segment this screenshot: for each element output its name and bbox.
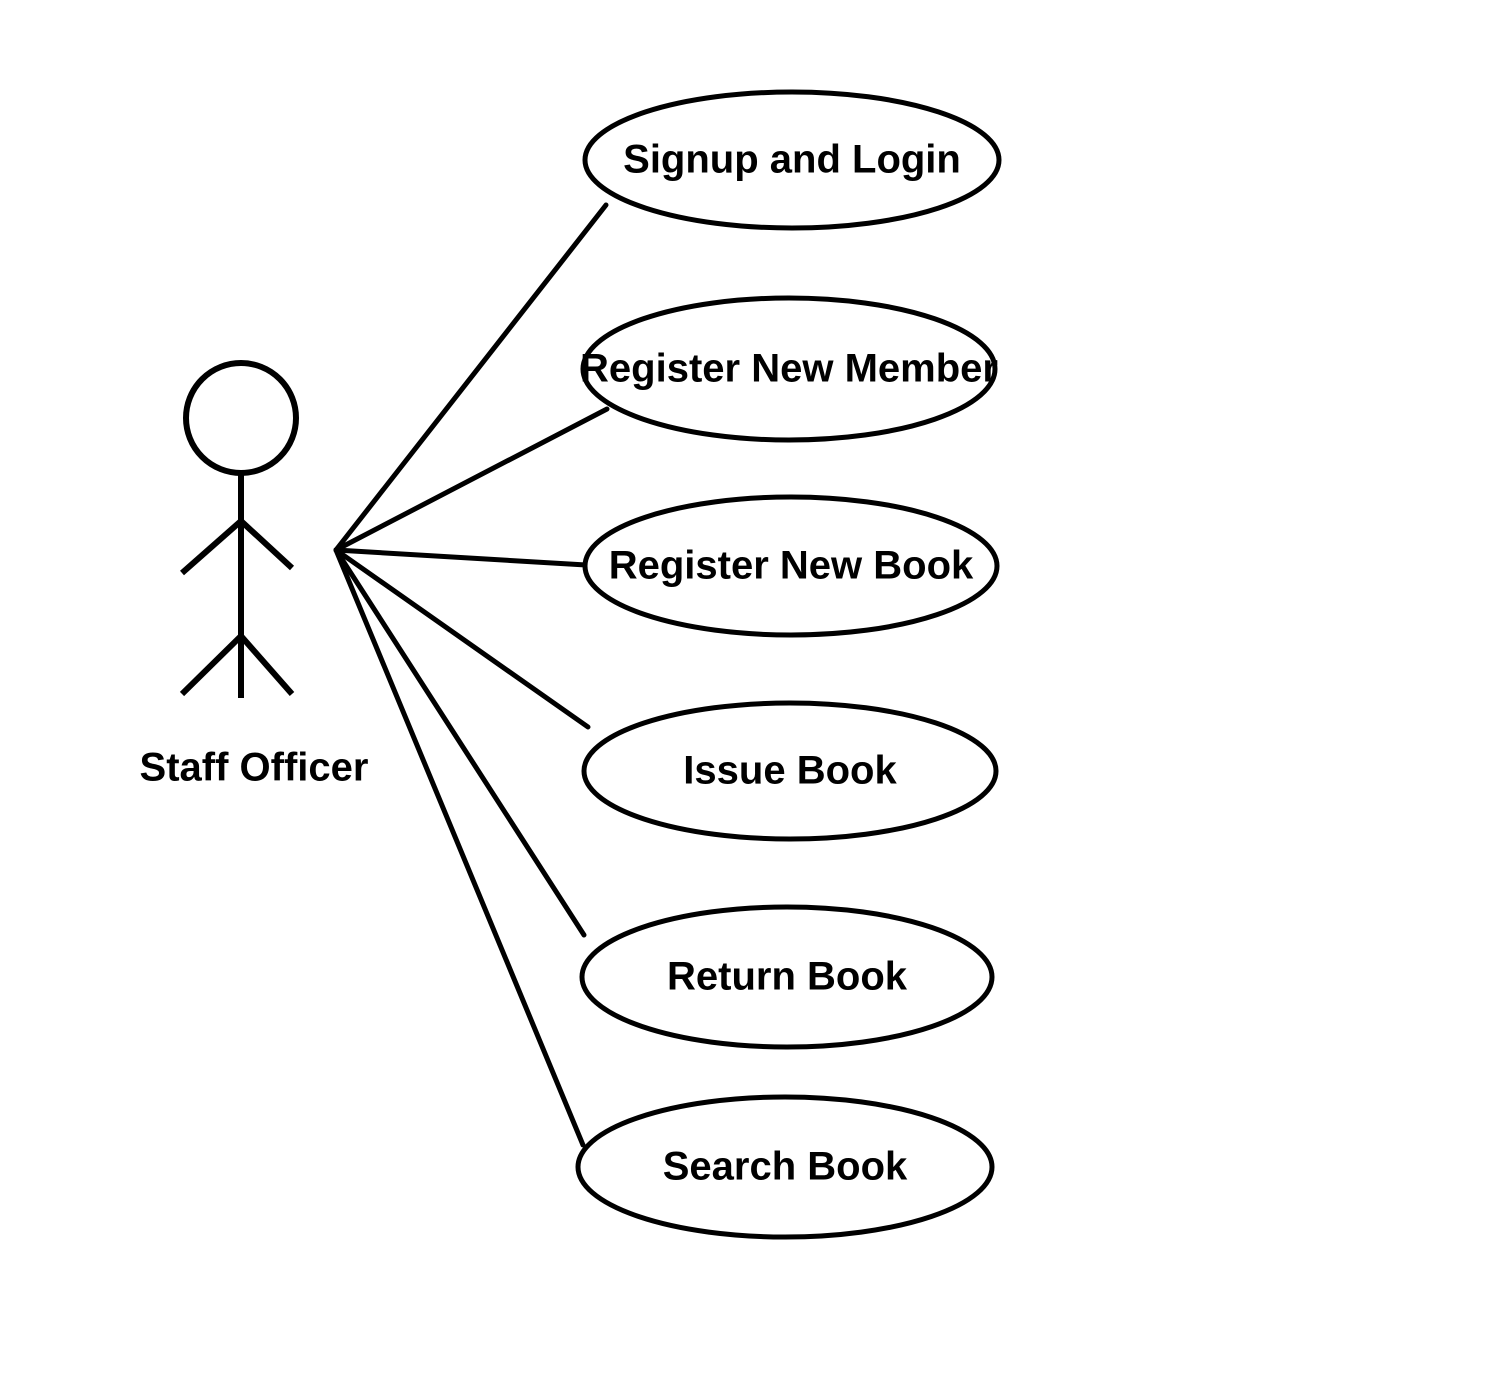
actor-right-arm-line — [238, 518, 295, 571]
use-case-label-signup-and-login: Signup and Login — [623, 138, 961, 182]
use-case-signup-and-login[interactable]: Signup and Login — [582, 89, 1002, 231]
use-case-ellipse-register-new-member[interactable] — [580, 295, 998, 443]
use-case-register-new-book[interactable]: Register New Book — [582, 494, 1000, 638]
actor-label: Staff Officer — [140, 746, 369, 790]
use-case-label-register-new-book: Register New Book — [609, 544, 974, 588]
actor-head-icon — [183, 360, 299, 476]
association-line-register-new-member[interactable] — [333, 406, 610, 553]
use-case-ellipse-signup-and-login[interactable] — [582, 89, 1002, 231]
actor-right-leg-line — [238, 634, 295, 696]
association-line-return-book[interactable] — [333, 547, 587, 938]
use-case-return-book[interactable]: Return Book — [579, 904, 995, 1050]
association-line-register-new-book[interactable] — [333, 547, 589, 568]
use-case-search-book[interactable]: Search Book — [575, 1094, 995, 1240]
association-line-search-book[interactable] — [333, 547, 586, 1148]
use-case-ellipse-issue-book[interactable] — [581, 700, 999, 842]
actor-staff-officer[interactable]: Staff Officer — [140, 360, 369, 790]
use-case-register-new-member[interactable]: Register New Member — [580, 295, 998, 443]
use-case-label-return-book: Return Book — [667, 955, 908, 999]
association-line-signup-and-login[interactable] — [333, 202, 609, 553]
association-lines-group — [333, 202, 610, 1148]
actor-left-arm-line — [180, 518, 243, 576]
use-case-label-search-book: Search Book — [663, 1145, 908, 1189]
use-case-issue-book[interactable]: Issue Book — [581, 700, 999, 842]
use-case-ellipse-register-new-book[interactable] — [582, 494, 1000, 638]
use-case-label-register-new-member: Register New Member — [580, 347, 998, 391]
use-case-ellipse-search-book[interactable] — [575, 1094, 995, 1240]
use-case-label-issue-book: Issue Book — [683, 749, 897, 793]
use-case-ellipse-return-book[interactable] — [579, 904, 995, 1050]
actor-left-leg-line — [179, 633, 244, 697]
association-line-issue-book[interactable] — [333, 547, 591, 730]
